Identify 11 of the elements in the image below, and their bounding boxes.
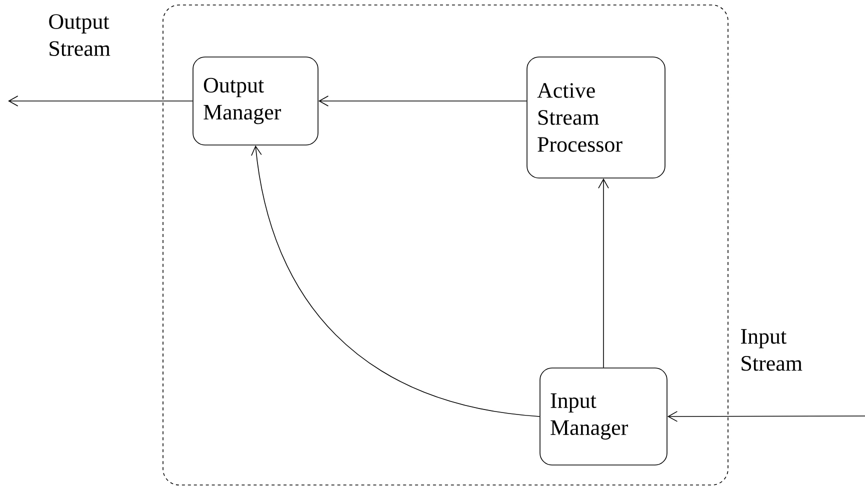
stream-label: Input Stream [741, 329, 802, 371]
process-box: Output Manager [192, 56, 318, 146]
process-box: Input Manager [540, 368, 668, 466]
arrow [598, 178, 609, 368]
arrow [251, 145, 540, 417]
arrow [8, 96, 193, 106]
boundary-box [162, 4, 728, 486]
arrow [318, 96, 527, 106]
arrow [667, 411, 865, 422]
process-box: Active Stream Processor [526, 56, 666, 178]
stream-label: Output Stream [49, 14, 110, 56]
